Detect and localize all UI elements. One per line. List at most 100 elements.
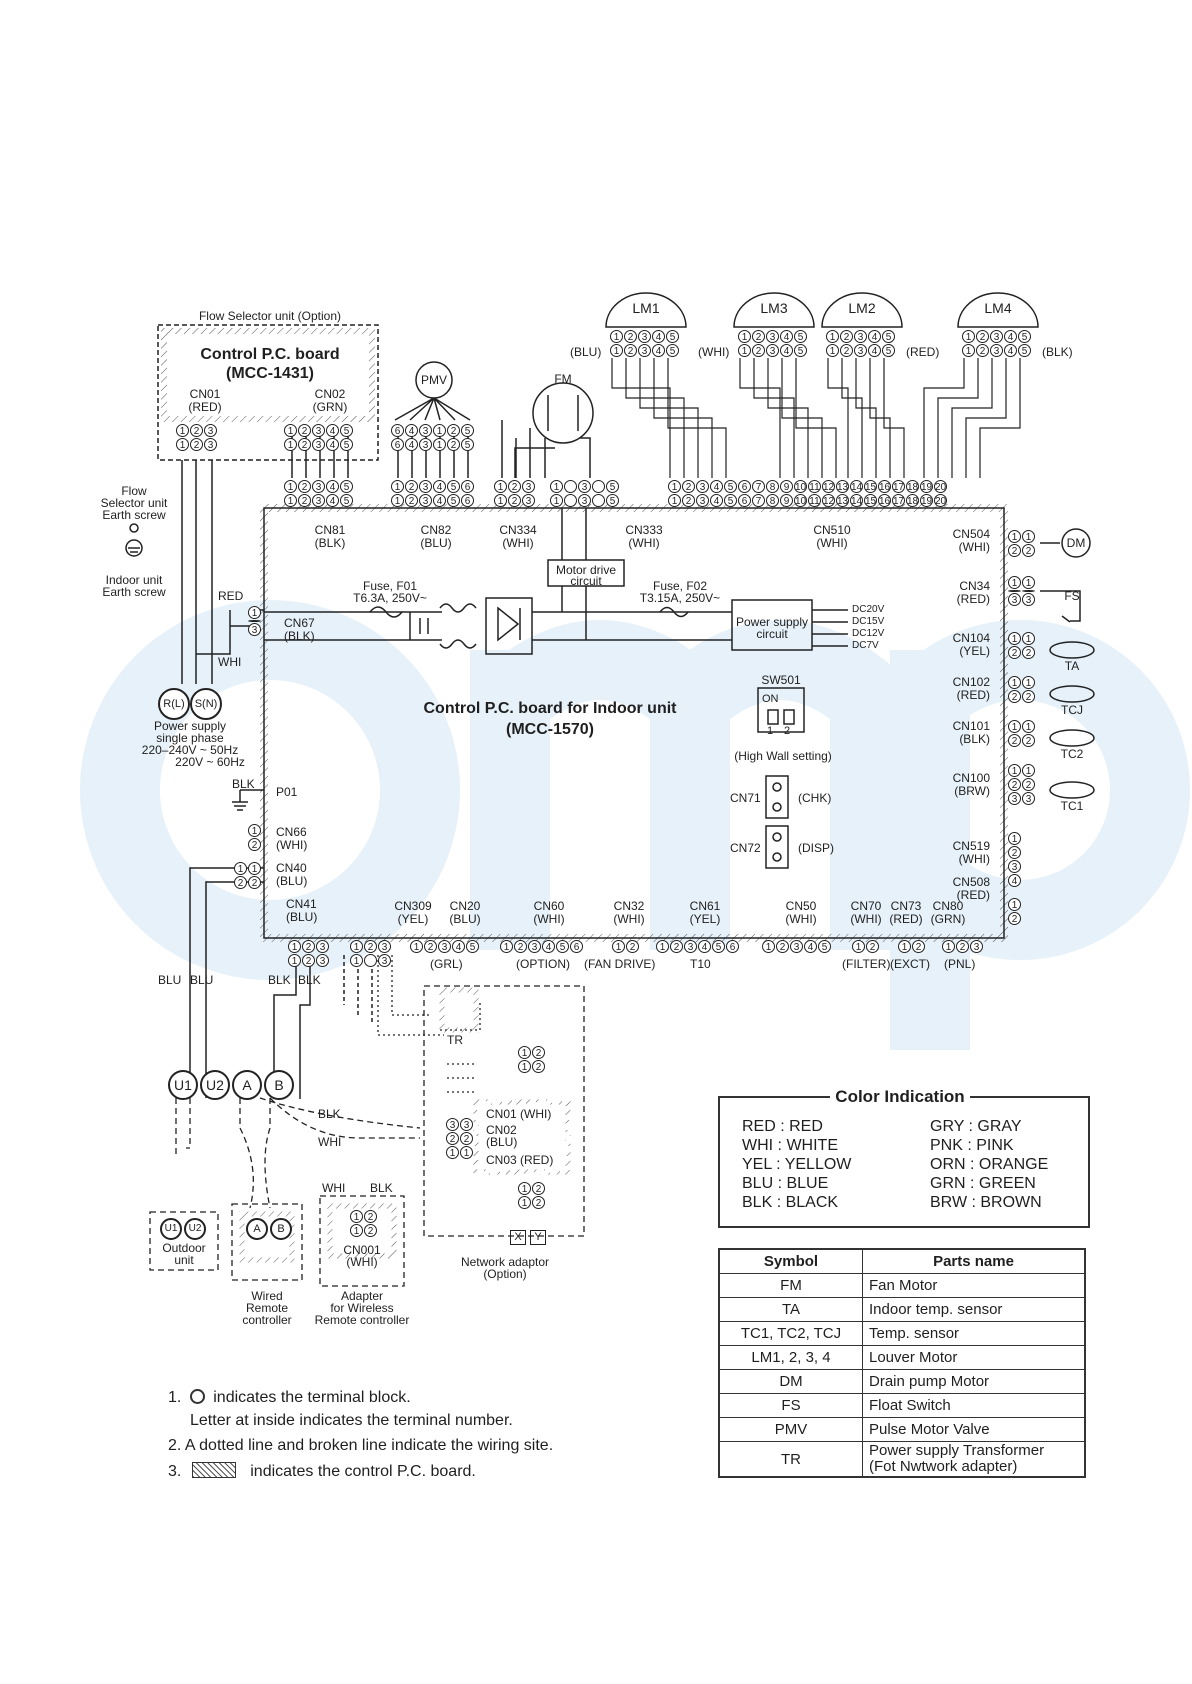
cn80-color: (GRN) <box>930 912 966 926</box>
note-1: 1. indicates the terminal block. <box>168 1388 411 1408</box>
cn32-color: (WHI) <box>613 912 645 926</box>
parts-name-cell: Drain pump Motor <box>862 1369 1086 1394</box>
cn40-label: CN40 <box>276 861 307 875</box>
note-1-continued: Letter at inside indicates the terminal … <box>190 1412 513 1429</box>
terminal-a: A <box>232 1070 262 1100</box>
flow-cn02-label: CN02 <box>314 387 346 401</box>
color-indication-title: Color Indication <box>830 1087 970 1107</box>
adapter-label-3: Remote controller <box>314 1313 410 1327</box>
cn67-label: CN67 <box>284 616 315 630</box>
power-supply-label-4: 220V ~ 60Hz <box>175 755 245 769</box>
parts-name-cell: Float Switch <box>862 1393 1086 1418</box>
sw501-on-label: ON <box>762 693 779 705</box>
tc1-label: TC1 <box>1060 799 1084 813</box>
power-supply-circuit-1: Power supply <box>735 615 809 629</box>
cn510-label: CN510 <box>813 523 851 537</box>
cn73-color: (RED) <box>889 912 923 926</box>
network-adaptor-label-2: (Option) <box>483 1267 527 1281</box>
color-grn: GRN : GREEN <box>930 1175 1036 1192</box>
cn61-label: CN61 <box>689 899 721 913</box>
parts-name-cell: Louver Motor <box>862 1345 1086 1370</box>
remote-a: A <box>246 1218 268 1240</box>
parts-table-header: Symbol Parts name <box>718 1248 1086 1274</box>
cn504-color: (WHI) <box>958 540 990 554</box>
note-2: 2. A dotted line and broken line indicat… <box>168 1437 554 1454</box>
terminal-r-l: R(L) <box>158 688 190 720</box>
pnl-label: (PNL) <box>944 957 976 971</box>
symbol-cell: DM <box>718 1369 863 1394</box>
cn40-color: (BLU) <box>276 874 308 888</box>
remote-b: B <box>270 1218 292 1240</box>
louver-lm1-color: (BLU) <box>570 345 602 359</box>
cn71-label: CN71 <box>730 791 761 805</box>
cn104-label: CN104 <box>952 631 990 645</box>
color-pnk: PNK : PINK <box>930 1137 1014 1154</box>
cn309-color: (YEL) <box>397 912 429 926</box>
cn73-label: CN73 <box>890 899 922 913</box>
note-1-number: 1. <box>168 1389 182 1406</box>
dc7v-label: DC7V <box>852 640 879 651</box>
cn82-label: CN82 <box>420 523 452 537</box>
filter-label: (FILTER) <box>842 957 891 971</box>
sw501-label: SW501 <box>761 673 801 687</box>
outdoor-u2-label: U2 <box>188 1223 202 1234</box>
na-cn01-label: CN01 (WHI) <box>486 1107 552 1121</box>
cn80-label: CN80 <box>932 899 964 913</box>
na-cn02-label: CN02 <box>486 1123 517 1137</box>
wire-whi-label: WHI <box>218 655 242 669</box>
wire-red-label: RED <box>218 589 244 603</box>
terminal-s-n: S(N) <box>190 688 222 720</box>
outdoor-u2: U2 <box>184 1218 206 1240</box>
wire-blk-1: BLK <box>268 973 291 987</box>
terminal-u1-label: U1 <box>174 1077 192 1093</box>
cn70-label: CN70 <box>850 899 882 913</box>
color-brw: BRW : BROWN <box>930 1194 1042 1211</box>
p01-label: P01 <box>276 785 298 799</box>
louver-lm1-label: LM1 <box>632 300 660 316</box>
cn50-label: CN50 <box>785 899 817 913</box>
terminal-u1: U1 <box>168 1070 198 1100</box>
cn333-color: (WHI) <box>628 536 660 550</box>
cn001-color: (WHI) <box>346 1255 378 1269</box>
power-supply-label-3: 220–240V ~ 50Hz <box>141 743 239 757</box>
wired-remote-label-1: Wired <box>251 1289 283 1303</box>
sw501-num-2: 2 <box>784 725 791 737</box>
cn508-label: CN508 <box>952 875 990 889</box>
main-board-model: (MCC-1570) <box>505 721 594 738</box>
cn82-color: (BLU) <box>420 536 452 550</box>
terminal-u2-label: U2 <box>206 1077 224 1093</box>
louver-lm4-label: LM4 <box>984 300 1012 316</box>
cn34-label: CN34 <box>959 579 990 593</box>
fuse-f02-label: Fuse, F02 <box>652 579 708 593</box>
